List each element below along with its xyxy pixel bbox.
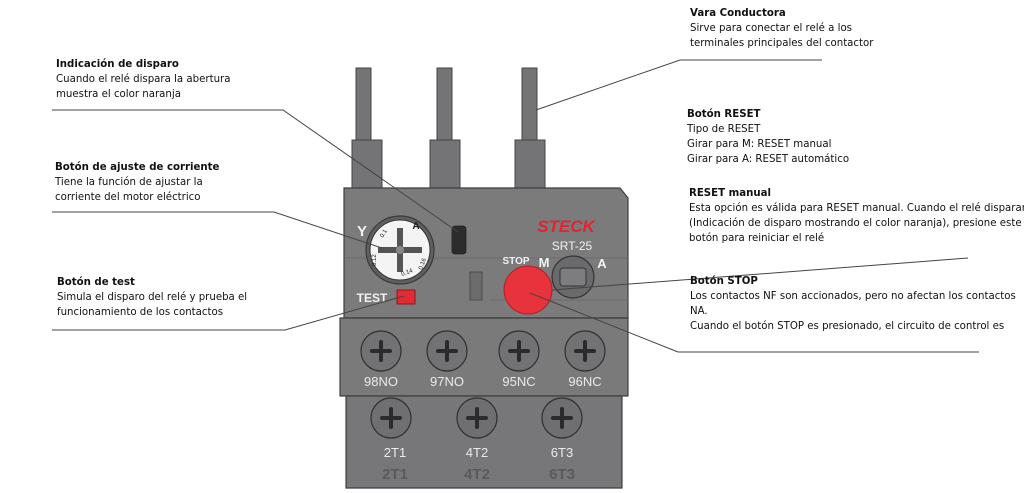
annotation-line: Sirve para conectar el relé a los — [690, 23, 852, 34]
main-screw-slots — [380, 407, 573, 429]
reset-mode-auto: A — [597, 256, 607, 271]
embossed-terminal-2: 4T2 — [464, 466, 490, 483]
current-adjust-dial[interactable] — [365, 215, 435, 285]
trip-indicator-window — [451, 225, 467, 255]
annotation-line: Girar para M: RESET manual — [687, 139, 832, 150]
aux-terminal-1: 98NO — [364, 374, 398, 389]
model-label: SRT-25 — [552, 239, 593, 253]
annotation-boton-test: Botón de test Simula el disparo del relé… — [57, 275, 247, 320]
annotation-line: Los contactos NF son accionados, pero no… — [690, 291, 1016, 302]
annotation-line: Cuando el botón STOP es presionado, el c… — [690, 321, 1005, 332]
annotation-line: (Indicación de disparo mostrando el colo… — [689, 218, 1022, 229]
annotation-boton-reset: Botón RESET Tipo de RESET Girar para M: … — [687, 107, 849, 167]
aux-terminal-4: 96NC — [568, 374, 601, 389]
annotation-line: botón para reiniciar el relé — [689, 233, 825, 244]
annotation-line: muestra el color naranja — [56, 89, 181, 100]
annotation-title: RESET manual — [689, 188, 771, 199]
annotation-boton-stop: Botón STOP Los contactos NF son accionad… — [690, 274, 1016, 334]
annotation-line: corriente del motor eléctrico — [55, 192, 201, 203]
annotation-line: Cuando el relé dispara la abertura — [56, 74, 231, 85]
annotation-line: Tiene la función de ajustar la — [55, 177, 203, 188]
annotation-ajuste-corriente: Botón de ajuste de corriente Tiene la fu… — [55, 160, 219, 205]
aux-terminal-2: 97NO — [430, 374, 464, 389]
annotation-reset-manual: RESET manual Esta opción es válida para … — [689, 186, 1024, 246]
annotation-line: Tipo de RESET — [687, 124, 761, 135]
annotation-title: Botón de test — [57, 277, 135, 288]
annotation-title: Indicación de disparo — [56, 59, 179, 70]
reset-mode-selector[interactable] — [551, 255, 595, 299]
conductor-bars — [351, 67, 546, 189]
dial-scale-2: 0.12 — [372, 254, 378, 266]
reset-mode-manual: M — [539, 255, 550, 270]
dial-scale-3: 0.14 — [401, 268, 415, 278]
annotation-indicacion-disparo: Indicación de disparo Cuando el relé dis… — [56, 57, 230, 102]
stop-label: STOP — [502, 256, 529, 267]
annotation-line: NA. — [690, 306, 708, 317]
brand-logo: STECK — [537, 217, 596, 236]
stop-reset-button[interactable] — [503, 265, 553, 315]
test-button[interactable] — [396, 289, 416, 305]
test-label: TEST — [357, 291, 388, 305]
dial-scale-1: 0.1 — [380, 228, 390, 239]
annotation-line: funcionamiento de los contactos — [57, 307, 224, 318]
annotation-title: Vara Conductora — [690, 8, 786, 19]
annotation-title: Botón de ajuste de corriente — [55, 162, 220, 173]
annotation-title: Botón STOP — [690, 276, 758, 287]
dial-scale-4: 0.16 — [418, 257, 428, 271]
annotation-title: Botón RESET — [687, 109, 761, 120]
aux-terminal-3: 95NC — [502, 374, 535, 389]
leader-lines — [52, 59, 979, 353]
main-terminal-3: 6T3 — [551, 445, 573, 460]
annotation-line: terminales principales del contactor — [690, 38, 874, 49]
embossed-terminal-3: 6T3 — [549, 466, 575, 483]
annotation-line: Girar para A: RESET automático — [687, 154, 850, 165]
aux-screw-slots — [370, 340, 596, 362]
main-terminal-1: 2T1 — [384, 445, 406, 460]
dial-y-label: Y — [357, 223, 367, 240]
main-terminal-2: 4T2 — [466, 445, 488, 460]
annotation-vara-conductora: Vara Conductora Sirve para conectar el r… — [690, 6, 873, 51]
annotation-line: Esta opción es válida para RESET manual.… — [689, 203, 1024, 214]
embossed-terminal-1: 2T1 — [382, 466, 408, 483]
dial-a-label: A — [412, 221, 419, 232]
annotation-line: Simula el disparo del relé y prueba el — [57, 292, 248, 303]
